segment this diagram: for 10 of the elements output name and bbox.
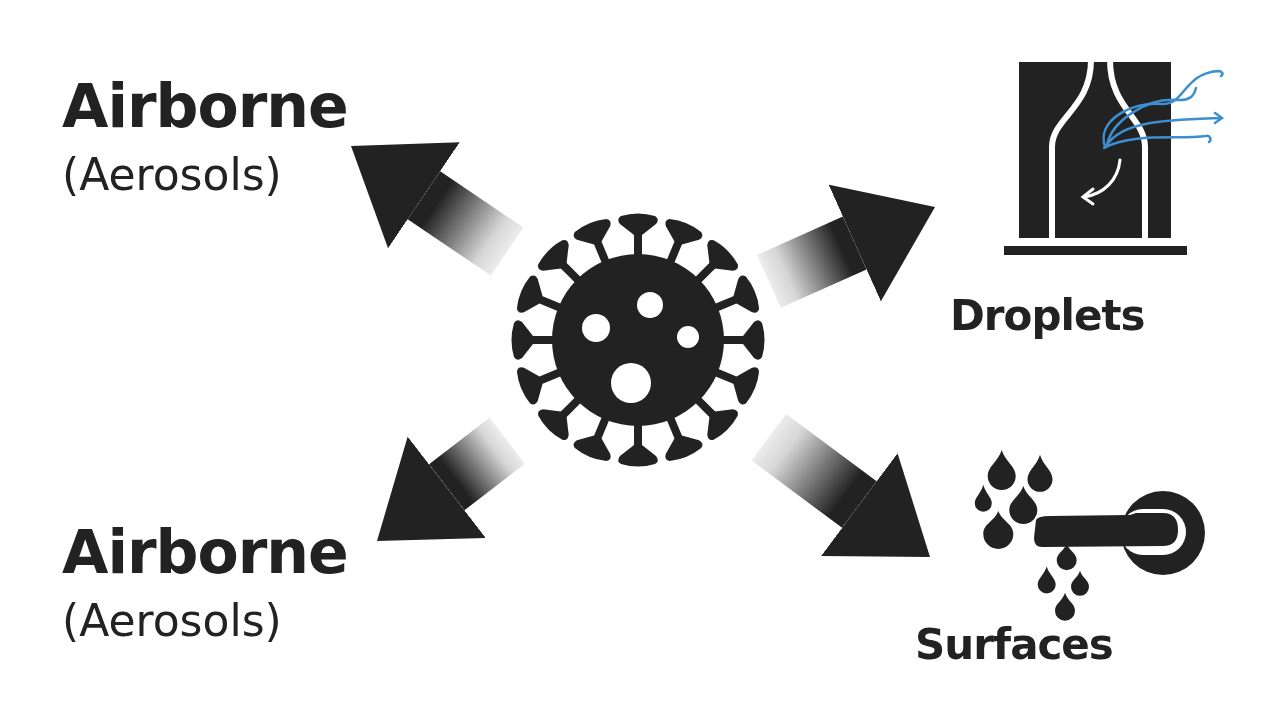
arrow [351, 142, 524, 276]
arrow [757, 184, 935, 308]
node-label: Surfaces [915, 624, 1113, 666]
heading: Airborne [62, 522, 348, 582]
arrow [751, 413, 930, 557]
subheading: (Aerosols) [62, 149, 283, 200]
arrow [377, 417, 525, 541]
heading: Airborne [62, 76, 348, 136]
subheading: (Aerosols) [62, 595, 283, 646]
node-label: Droplets [950, 295, 1145, 337]
